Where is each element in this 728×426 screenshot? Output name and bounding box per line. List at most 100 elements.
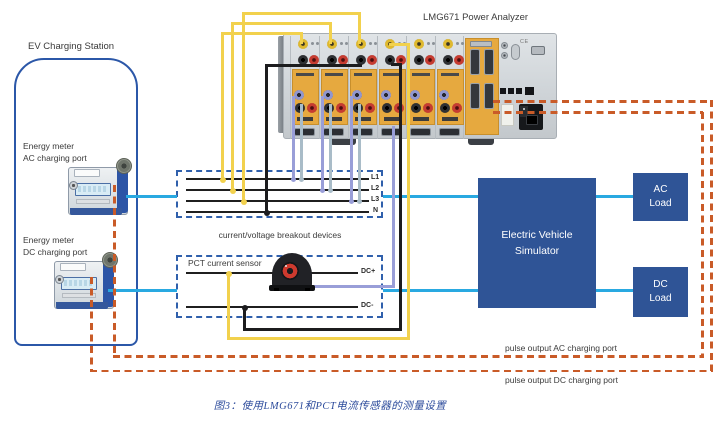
- line-l2: [186, 189, 369, 191]
- process-signal-interface: [465, 38, 499, 135]
- sense-lead-gray: [300, 104, 303, 180]
- dc-meter-label-line1: Energy meter: [23, 235, 75, 245]
- analyzer-channel-6: [435, 36, 464, 139]
- analyzer-label: LMG671 Power Analyzer: [423, 12, 529, 23]
- current-jack-red: [396, 55, 406, 65]
- current-jack-red: [367, 55, 377, 65]
- junction-dot: [291, 177, 296, 182]
- usb-port: [508, 88, 514, 94]
- label-dc-minus: DC-: [361, 301, 374, 309]
- db-connector: [352, 128, 373, 136]
- wire-yellow-l1: [221, 32, 302, 35]
- current-jack-yellow: [298, 39, 308, 49]
- dc-meter-label: Energy meter DC charging port: [23, 235, 87, 258]
- voltage-jack-black: [440, 103, 450, 113]
- db25-connector: [470, 49, 480, 75]
- meter-seal: [116, 158, 132, 174]
- sense-lead-gray: [329, 104, 332, 191]
- junction-dot: [240, 198, 247, 205]
- current-jack-red: [338, 55, 348, 65]
- junction-dot: [241, 304, 248, 311]
- wire-black-neutral: [265, 64, 362, 67]
- junction-dot: [328, 188, 333, 193]
- current-jack-black: [298, 55, 308, 65]
- ac-energy-meter: [68, 158, 132, 215]
- junction-dot: [299, 177, 304, 182]
- wire-yellow-l3: [358, 12, 361, 44]
- line-l1: [186, 178, 369, 180]
- channel-module: [292, 69, 319, 125]
- pulse-ac-path: [493, 111, 703, 114]
- dc-cable-segment: [595, 289, 634, 292]
- simulator-label-line2: Simulator: [514, 245, 560, 257]
- pct-sensor-lead: [303, 285, 395, 288]
- voltage-jack-red: [452, 103, 462, 113]
- ethernet-port: [525, 87, 534, 95]
- wire-yellow-l3: [242, 12, 245, 202]
- channel-module: [408, 69, 435, 125]
- voltage-jack-violet: [439, 90, 449, 100]
- simulator-label-line1: Electric Vehicle: [501, 229, 573, 241]
- voltage-jack-violet: [323, 90, 333, 100]
- sense-lead-lavender: [292, 96, 295, 180]
- dc-meter-label-line2: DC charging port: [23, 246, 88, 257]
- junction-dot: [229, 187, 236, 194]
- db25-connector: [484, 49, 494, 75]
- voltage-jack-violet: [410, 90, 420, 100]
- wire-yellow-l2: [329, 22, 332, 44]
- current-jack-black: [414, 55, 424, 65]
- db-connector: [323, 128, 344, 136]
- analyzer-io-panel: CE: [499, 38, 549, 135]
- current-jack-yellow: [414, 39, 424, 49]
- db-connector: [439, 128, 460, 136]
- analyzer-left-handle: [278, 36, 285, 133]
- voltage-jack-red: [365, 103, 375, 113]
- pct-sensor-lead: [392, 126, 395, 287]
- label-l1: L1: [371, 174, 380, 181]
- channel-module: [437, 69, 464, 125]
- bnc-connector: [501, 42, 508, 49]
- wire-yellow-dc: [227, 273, 230, 340]
- current-jack-red: [454, 55, 464, 65]
- ac-cable-segment: [383, 195, 479, 198]
- pulse-dc-path: [90, 369, 713, 372]
- channel-module: [350, 69, 377, 125]
- wire-black-dc: [243, 328, 402, 331]
- ac-meter-label-line2: AC charging port: [23, 152, 87, 163]
- analyzer-channel-2: [319, 36, 348, 139]
- ce-mark: CE: [520, 39, 529, 45]
- bnc-connector: [501, 52, 508, 59]
- iec-socket: [526, 115, 538, 125]
- ev-charging-station-box: [14, 58, 138, 346]
- pulse-ac-label: pulse output AC charging port: [505, 343, 617, 353]
- junction-dot: [357, 199, 362, 204]
- station-title: EV Charging Station: [28, 41, 115, 52]
- label-l3: L3: [371, 196, 380, 203]
- label-l2: L2: [371, 185, 380, 192]
- current-jack-yellow: [356, 39, 366, 49]
- display-connector: [511, 44, 520, 60]
- wire-black-dc: [399, 63, 402, 331]
- current-jack-red: [309, 55, 319, 65]
- voltage-jack-violet: [352, 90, 362, 100]
- current-jack-black: [356, 55, 366, 65]
- voltage-jack-violet: [381, 90, 391, 100]
- junction-dot: [219, 176, 226, 183]
- meter-seal: [102, 252, 118, 268]
- wire-black-dc: [391, 63, 402, 66]
- dc-cable-segment: [108, 289, 177, 292]
- pulse-ac-path: [113, 355, 704, 358]
- current-jack-yellow: [443, 39, 453, 49]
- db9-connector: [531, 46, 545, 55]
- db25-connector: [484, 83, 494, 109]
- ac-load-box: AC Load: [633, 173, 688, 221]
- pct-sensor-title: PCT current sensor: [188, 258, 262, 268]
- wire-yellow-l2: [231, 22, 331, 25]
- pulse-dc-path: [90, 277, 93, 371]
- voltage-jack-black: [382, 103, 392, 113]
- wire-black-neutral: [265, 64, 268, 214]
- meter-knob: [69, 181, 78, 190]
- ac-cable-segment: [595, 195, 634, 198]
- voltage-jack-red: [336, 103, 346, 113]
